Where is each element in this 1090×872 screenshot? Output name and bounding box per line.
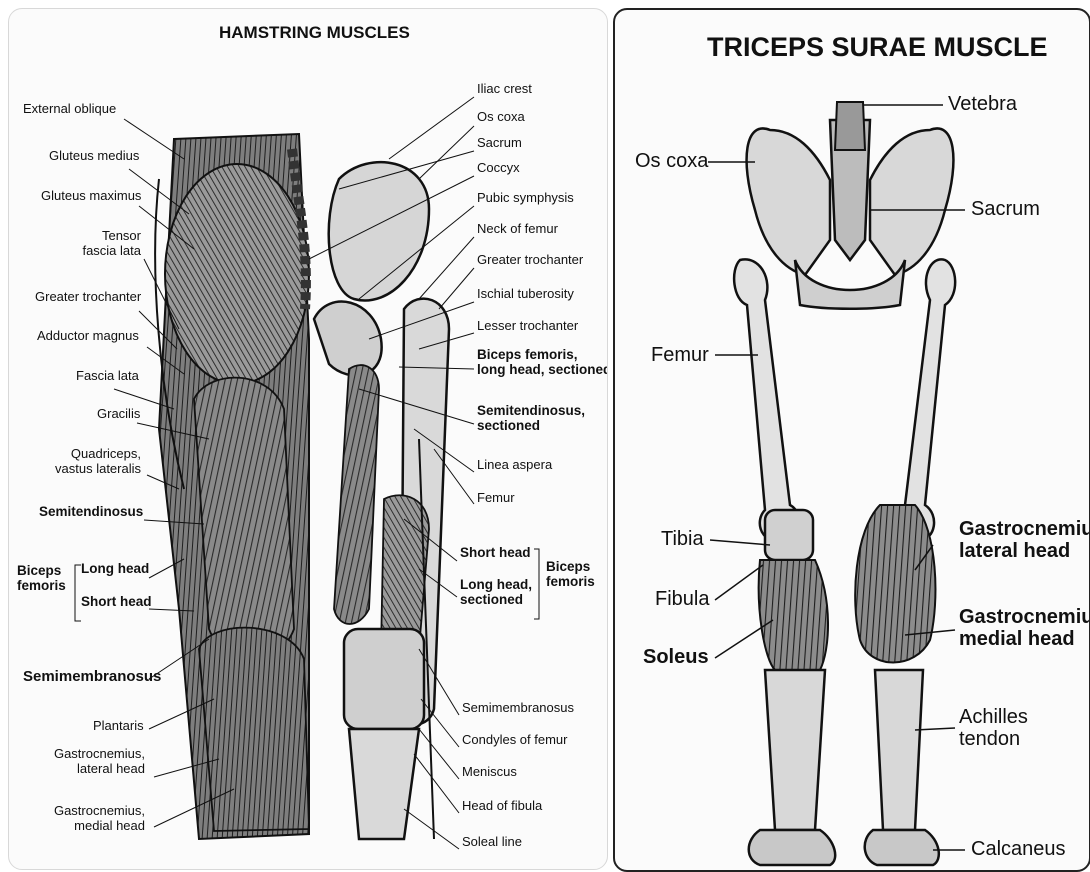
label-long-head-line1: Long head, [460,577,532,592]
pelvis-skeleton [747,102,954,309]
label-semitendinosus-sectioned: Semitendinosus, sectioned [477,403,585,433]
label-tensor-fascia-lata: Tensor fascia lata [71,229,141,258]
hamstring-title: HAMSTRING MUSCLES [219,23,410,43]
label-gastroc-medial: Gastrocnemius, medial head [39,804,145,833]
label-pubic-symphysis: Pubic symphysis [477,191,574,206]
label-greater-trochanter-right: Greater trochanter [477,253,583,268]
label-gastroc-lateral-line2: lateral head [39,762,145,777]
triceps-surae-panel: TRICEPS SURAE MUSCLE Vetebra Os coxa Sac… [613,8,1090,872]
label-calcaneus: Calcaneus [971,838,1066,860]
label-coccyx: Coccyx [477,161,520,176]
label-gracilis: Gracilis [97,407,140,422]
label-gluteus-maximus: Gluteus maximus [41,189,141,204]
label-plantaris: Plantaris [93,719,144,734]
label-soleal-line: Soleal line [462,835,522,850]
label-meniscus: Meniscus [462,765,517,780]
pelvis-bones [292,149,449,839]
label-gastroc-medial-line1: Gastrocnemius, [39,804,145,819]
label-condyles-of-femur: Condyles of femur [462,733,568,748]
label-biceps-long-line2: long head, sectioned [477,362,608,377]
label-greater-trochanter-left: Greater trochanter [35,290,141,305]
label-linea-aspera: Linea aspera [477,458,552,473]
label-neck-of-femur: Neck of femur [477,222,558,237]
label-quadriceps: Quadriceps, vastus lateralis [29,447,141,476]
label-achilles-line2: tendon [959,728,1028,750]
label-achilles-tendon: Achilles tendon [959,706,1028,751]
triceps-surae-title: TRICEPS SURAE MUSCLE [707,32,1048,63]
label-semimembranosus-left: Semimembranosus [23,669,161,686]
label-gastroc-lateral-line1: Gastrocnemius, [39,747,145,762]
label-ischial-tuberosity: Ischial tuberosity [477,287,574,302]
label-gastroc-medial-head: Gastrocnemius medial head [959,606,1090,651]
label-achilles-line1: Achilles [959,706,1028,728]
label-os-coxa-right: Os coxa [635,150,708,172]
label-tibia: Tibia [661,528,704,550]
label-os-coxa-left: Os coxa [477,110,525,125]
label-gluteus-medius: Gluteus medius [49,149,139,164]
label-short-head-left: Short head [81,594,152,609]
label-fibula: Fibula [655,588,709,610]
label-gastroc-medial-head-line1: Gastrocnemius [959,606,1090,628]
label-adductor-magnus: Adductor magnus [37,329,139,344]
label-tensor-line2: fascia lata [71,244,141,259]
label-semitend-line2: sectioned [477,418,585,433]
label-gastroc-lateral-head: Gastrocnemius lateral head [959,518,1090,563]
label-fascia-lata: Fascia lata [76,369,139,384]
label-external-oblique: External oblique [23,102,116,117]
lower-leg-right [855,505,939,865]
label-biceps-right-line1: Biceps [546,559,595,574]
label-femur-left: Femur [477,491,515,506]
label-femur-right: Femur [651,344,709,366]
label-lesser-trochanter: Lesser trochanter [477,319,578,334]
label-biceps-left-line2: femoris [17,578,66,593]
label-semimembranosus-right: Semimembranosus [462,701,574,716]
label-head-of-fibula: Head of fibula [462,799,542,814]
hamstring-panel: HAMSTRING MUSCLES External oblique Glute… [8,8,608,870]
label-semitendinosus-left: Semitendinosus [39,504,143,519]
label-biceps-long-line1: Biceps femoris, [477,347,608,362]
label-long-head-left: Long head [81,561,149,576]
label-biceps-left-line1: Biceps [17,563,66,578]
label-iliac-crest: Iliac crest [477,82,532,97]
label-long-head-line2: sectioned [460,592,532,607]
label-gastroc-medial-head-line2: medial head [959,628,1090,650]
label-semitend-line1: Semitendinosus, [477,403,585,418]
label-long-head-sectioned: Long head, sectioned [460,577,532,607]
label-short-head-right: Short head [460,545,531,560]
label-gastroc-lateral-head-line1: Gastrocnemius [959,518,1090,540]
label-gastroc-medial-line2: medial head [39,819,145,834]
label-quadriceps-line1: Quadriceps, [29,447,141,462]
left-leg-muscles [155,134,309,839]
label-gastroc-lateral-head-line2: lateral head [959,540,1090,562]
label-soleus: Soleus [643,646,709,668]
label-quadriceps-line2: vastus lateralis [29,462,141,477]
label-biceps-long-sectioned: Biceps femoris, long head, sectioned [477,347,608,377]
label-tensor-line1: Tensor [71,229,141,244]
label-gastroc-lateral: Gastrocnemius, lateral head [39,747,145,776]
label-vetebra: Vetebra [948,93,1017,115]
label-biceps-right-line2: femoris [546,574,595,589]
label-sacrum-right: Sacrum [971,198,1040,220]
label-biceps-femoris-right: Biceps femoris [546,559,595,589]
lower-leg-left [749,510,835,865]
label-biceps-femoris-left: Biceps femoris [17,563,66,593]
label-sacrum-left: Sacrum [477,136,522,151]
